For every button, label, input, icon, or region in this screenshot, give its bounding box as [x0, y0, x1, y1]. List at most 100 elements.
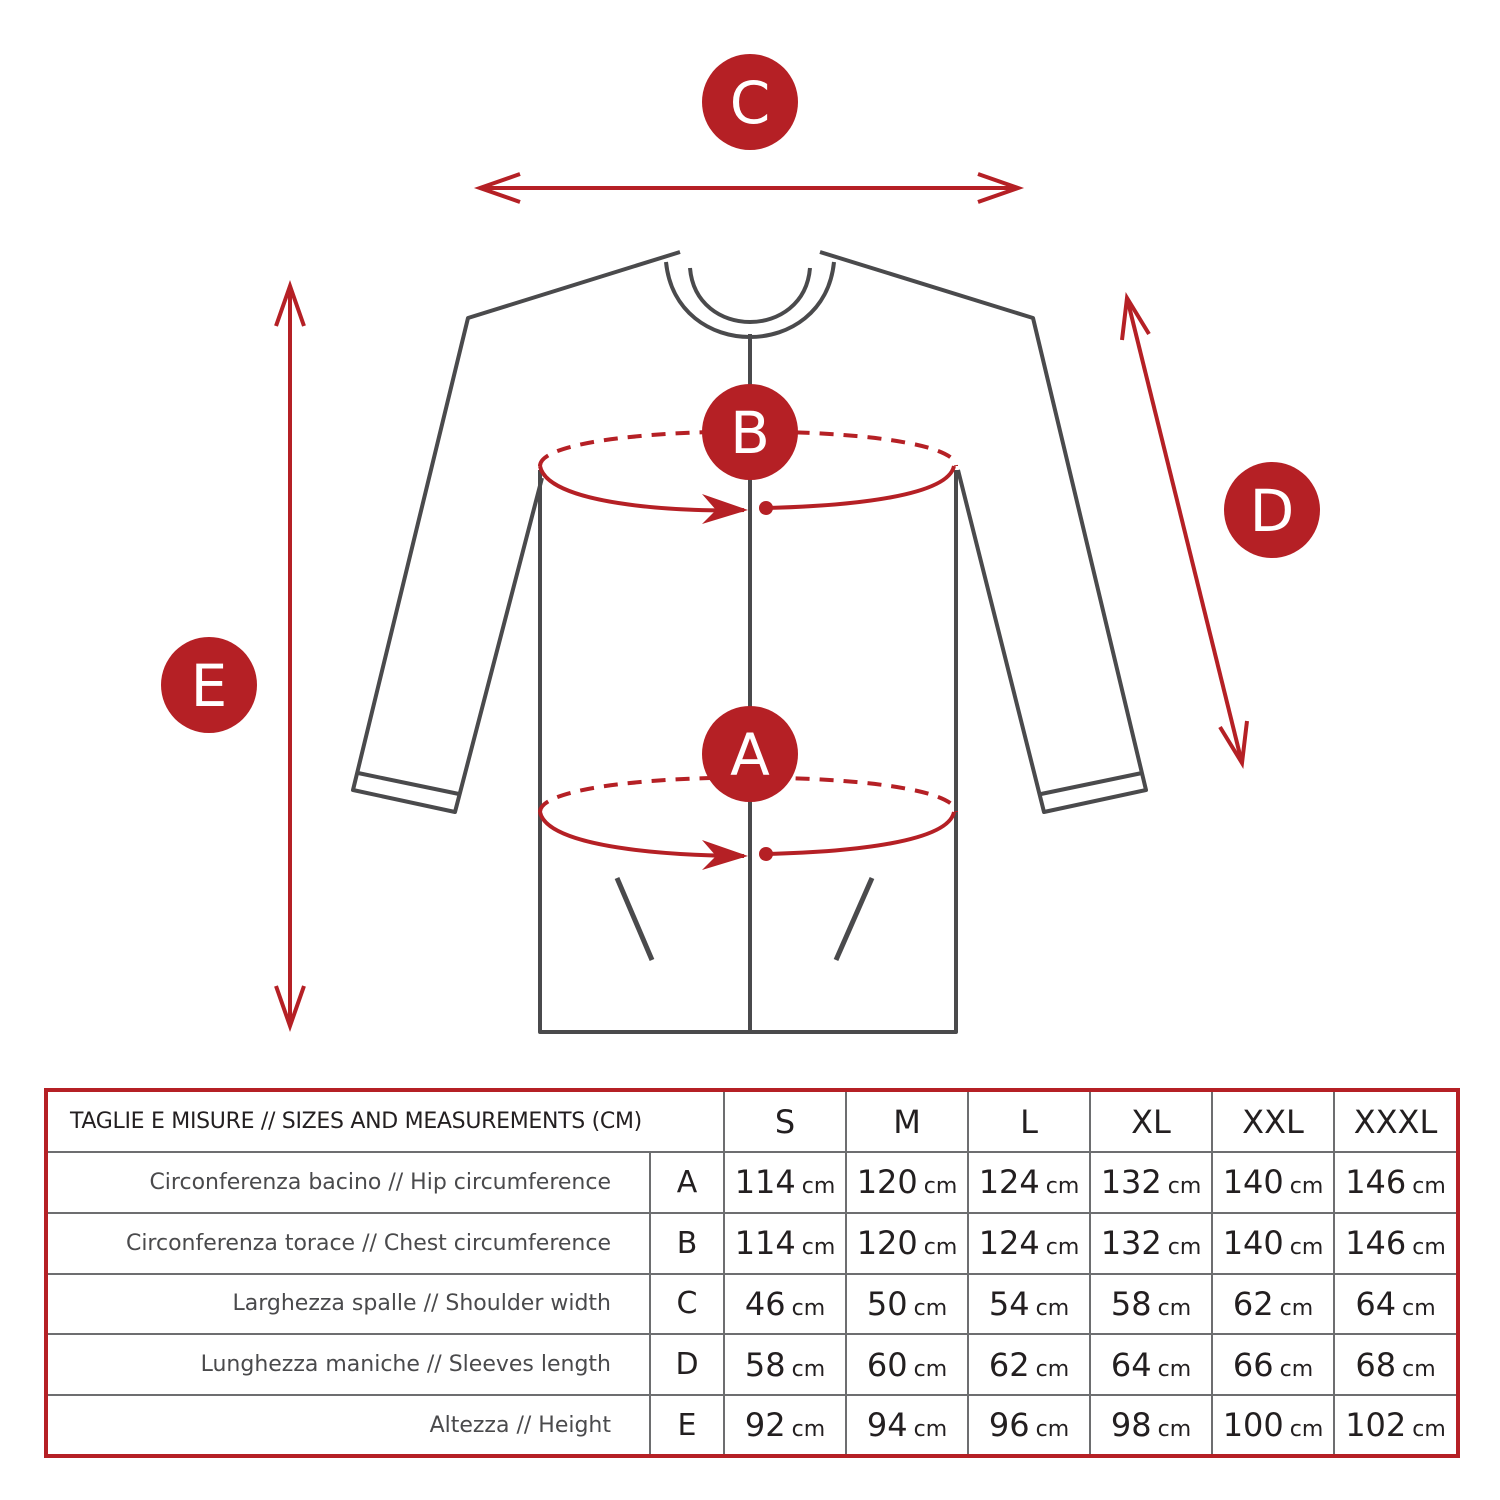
badge-a-label: A — [730, 721, 770, 789]
measurement-label: Altezza // Height — [45, 1394, 651, 1457]
measurement-value: 124 — [978, 1224, 1040, 1263]
measurement-unit: cm — [1412, 1417, 1446, 1443]
measurement-unit: cm — [1167, 1235, 1202, 1261]
badge-d: D — [1224, 462, 1320, 558]
badge-a: A — [702, 706, 798, 802]
right-pocket-line — [833, 876, 875, 962]
size-header-xxxl: XXXL — [1333, 1089, 1459, 1153]
measurement-letter: C — [649, 1272, 725, 1336]
measurement-unit: cm — [1035, 1417, 1070, 1443]
sleeve-length-arrow — [1120, 292, 1249, 769]
measurement-value: 58 — [744, 1345, 786, 1384]
measurement-unit: cm — [923, 1235, 958, 1261]
size-header-l: L — [967, 1089, 1091, 1153]
table-header-row: TAGLIE E MISURE // SIZES AND MEASUREMENT… — [45, 1089, 1459, 1153]
measurement-letter: A — [649, 1151, 725, 1214]
garment-outline — [351, 250, 1148, 1034]
size-header-m: M — [845, 1089, 969, 1153]
measurement-value: 62 — [988, 1345, 1030, 1384]
size-header-xl: XL — [1089, 1089, 1213, 1153]
measurement-unit: cm — [1289, 1174, 1324, 1200]
collar-inner — [688, 267, 812, 324]
measurement-unit: cm — [1157, 1417, 1192, 1443]
measurement-unit: cm — [1289, 1235, 1324, 1261]
table-row: Circonferenza torace // Chest circumfere… — [45, 1211, 1459, 1275]
measurement-value: 146 — [1345, 1163, 1407, 1202]
measurement-value: 60 — [866, 1345, 908, 1384]
measurement-unit: cm — [1402, 1356, 1436, 1382]
measurement-unit: cm — [1412, 1174, 1446, 1200]
measurement-unit: cm — [913, 1295, 948, 1321]
badge-c-label: C — [730, 69, 771, 137]
measurement-unit: cm — [791, 1295, 826, 1321]
height-arrow — [274, 279, 306, 1033]
badge-c: C — [702, 54, 798, 150]
garment-shoulder-outline — [351, 250, 1148, 814]
left-pocket-line — [614, 877, 655, 961]
table-title: TAGLIE E MISURE // SIZES AND MEASUREMENT… — [45, 1089, 725, 1153]
measurement-value: 124 — [978, 1163, 1040, 1202]
measurement-value: 98 — [1110, 1406, 1152, 1445]
size-header-s: S — [723, 1089, 847, 1153]
measurement-value: 146 — [1345, 1224, 1407, 1263]
size-chart-table: TAGLIE E MISURE // SIZES AND MEASUREMENT… — [44, 1088, 1460, 1458]
measurement-unit: cm — [1157, 1356, 1192, 1382]
measurement-value: 120 — [856, 1163, 918, 1202]
measurement-unit: cm — [1045, 1174, 1080, 1200]
measurement-value: 132 — [1100, 1224, 1162, 1263]
table-row: Circonferenza bacino // Hip circumferenc… — [45, 1151, 1459, 1214]
measurement-label: Larghezza spalle // Shoulder width — [45, 1272, 651, 1336]
measurement-unit: cm — [791, 1417, 826, 1443]
measurement-label: Circonferenza torace // Chest circumfere… — [45, 1211, 651, 1275]
badge-d-label: D — [1250, 477, 1295, 545]
measurement-letter: E — [649, 1394, 725, 1457]
measurement-value: 132 — [1100, 1163, 1162, 1202]
measurement-value: 140 — [1222, 1224, 1284, 1263]
measurement-value: 114 — [734, 1224, 796, 1263]
measurement-unit: cm — [1045, 1235, 1080, 1261]
measurement-value: 66 — [1232, 1345, 1274, 1384]
measurement-label: Circonferenza bacino // Hip circumferenc… — [45, 1151, 651, 1214]
badge-e: E — [161, 637, 257, 733]
measurement-value: 102 — [1345, 1406, 1407, 1445]
badge-e-label: E — [191, 652, 228, 720]
measurement-unit: cm — [791, 1356, 826, 1382]
measurement-value: 114 — [734, 1163, 796, 1202]
measurement-value: 64 — [1110, 1345, 1152, 1384]
measurement-value: 140 — [1222, 1163, 1284, 1202]
measurement-value: 46 — [744, 1284, 786, 1323]
measurement-value: 92 — [744, 1406, 786, 1445]
table-body: Circonferenza bacino // Hip circumferenc… — [45, 1151, 1459, 1457]
measurement-value: 120 — [856, 1224, 918, 1263]
size-header-xxl: XXL — [1211, 1089, 1335, 1153]
